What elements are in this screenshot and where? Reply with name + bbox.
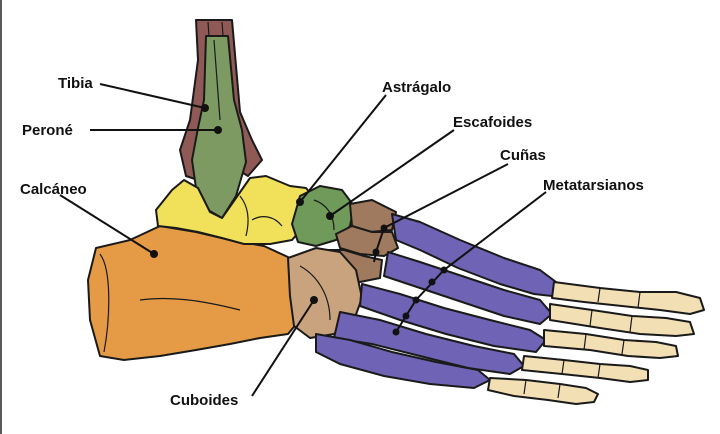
dot-astragalo [296, 198, 304, 206]
falange-3 [543, 329, 679, 359]
perone-highlight [213, 39, 221, 121]
falanges-bones [487, 281, 705, 405]
astragalo-contour [251, 216, 283, 227]
leader-dots [150, 104, 448, 336]
falange-5 [487, 377, 599, 405]
dot-escafoides [326, 212, 334, 220]
dot-perone [214, 126, 222, 134]
dot-metatarsiano-2 [428, 278, 436, 286]
falange-joints [523, 287, 641, 399]
dot-tibia [201, 104, 209, 112]
dot-metatarsiano-1 [440, 266, 448, 274]
calcaneo-contour-2 [139, 297, 241, 311]
calcaneo-contour [99, 253, 110, 353]
astragalo-shape [155, 175, 317, 245]
falange-1 [551, 281, 705, 315]
metatarsiano-3 [359, 283, 547, 353]
escafoides-contour [313, 199, 335, 231]
dot-calcaneo [150, 250, 158, 258]
dot-cuna-1 [380, 224, 388, 232]
cuboides-contour [299, 265, 331, 321]
label-astragalo: Astrágalo [382, 79, 451, 96]
label-metatarsianos: Metatarsianos [543, 177, 644, 194]
dot-metatarsiano-3 [412, 296, 420, 304]
label-cuboides: Cuboides [170, 392, 238, 409]
dot-metatarsiano-4 [402, 312, 410, 320]
metatarsiano-5 [315, 333, 491, 389]
leader-cunas [373, 163, 509, 263]
metatarsianos-bones [315, 213, 557, 389]
metatarsiano-4 [333, 311, 525, 375]
astragalo-bone [155, 175, 317, 245]
metatarsiano-2 [383, 251, 553, 325]
label-tibia: Tibia [58, 75, 93, 92]
leader-cuboides [251, 299, 315, 397]
leader-calcaneo [59, 194, 155, 255]
calcaneo-shape [87, 225, 299, 361]
leader-astragalo [299, 94, 387, 203]
label-cunas: Cuñas [500, 147, 546, 164]
leader-tibia [99, 83, 206, 109]
label-calcaneo: Calcáneo [20, 181, 87, 198]
label-escafoides: Escafoides [453, 114, 532, 131]
falange-4 [521, 355, 649, 383]
label-perone: Peroné [22, 122, 73, 139]
labels: Tibia Peroné Calcáneo Astrágalo Escafoid… [20, 75, 644, 409]
dot-cuna-2 [372, 248, 380, 256]
dot-metatarsiano-5 [392, 328, 400, 336]
leader-escafoides [329, 129, 455, 217]
falange-2 [549, 303, 695, 337]
calcaneo-bone [87, 225, 299, 361]
astragalo-contour-2 [239, 195, 249, 237]
dot-cuboides [310, 296, 318, 304]
